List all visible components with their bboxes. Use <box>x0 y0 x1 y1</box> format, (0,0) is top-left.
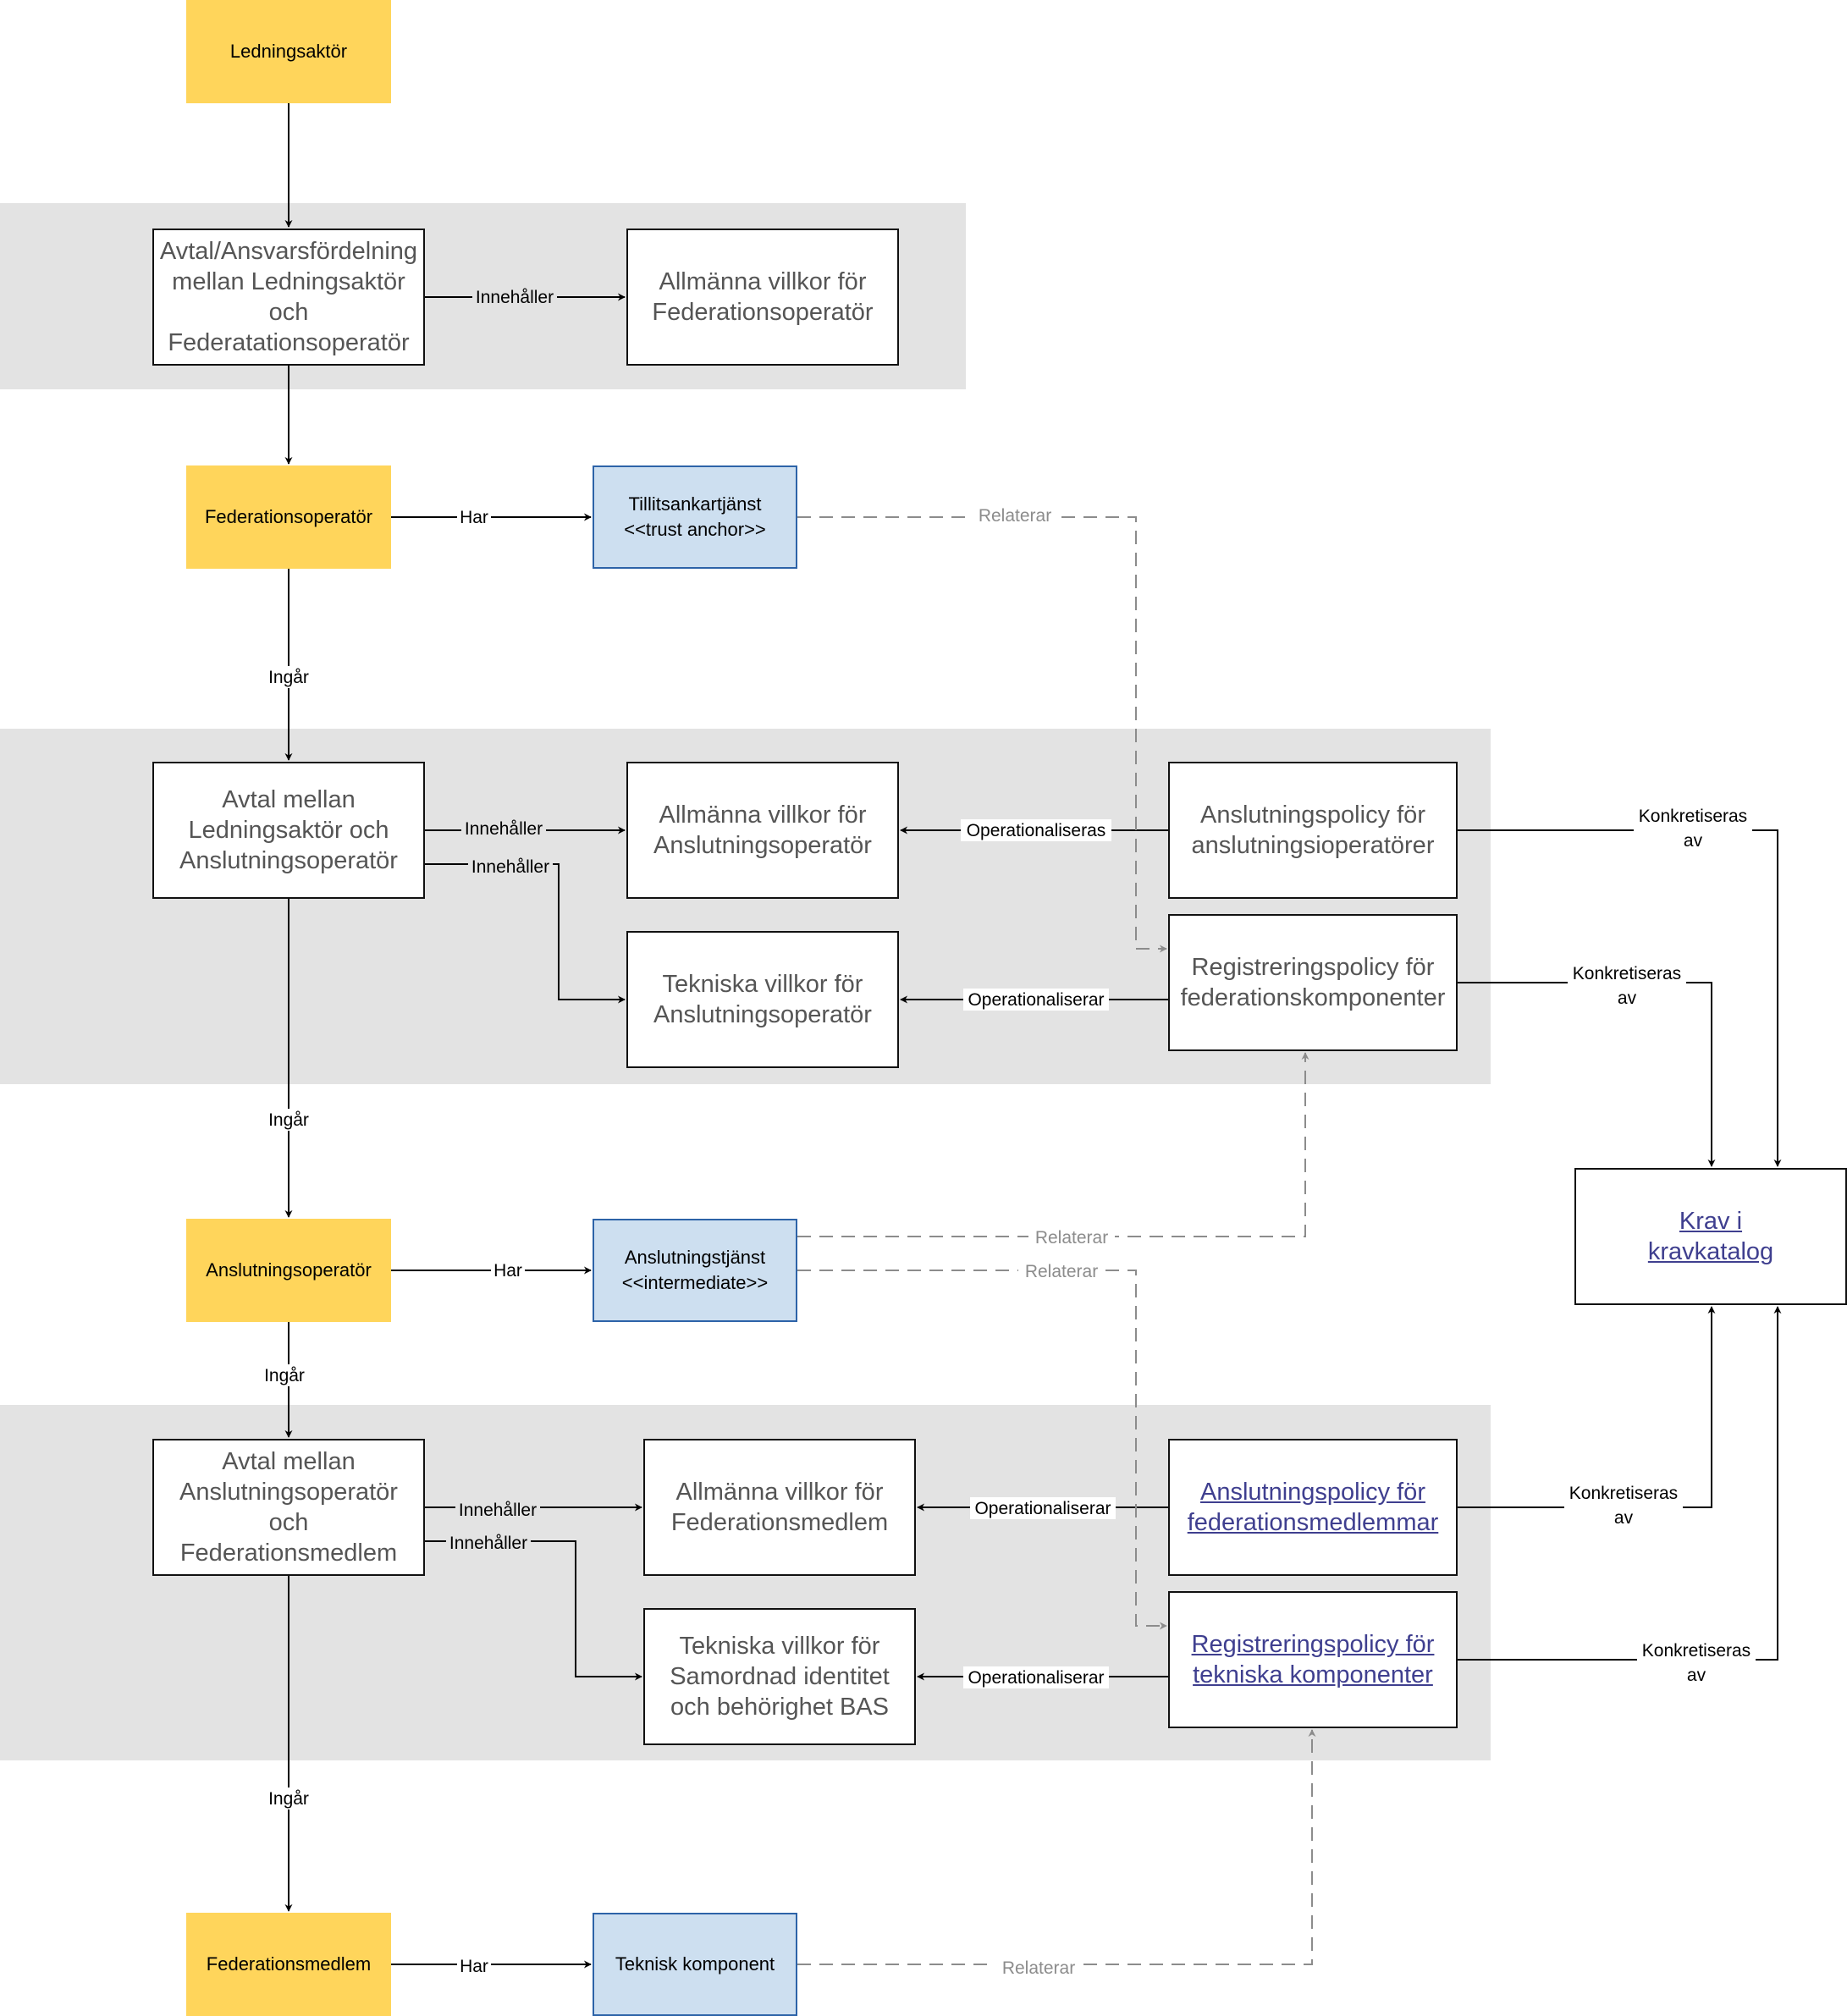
label-innehaller-2: Innehåller <box>465 819 543 839</box>
label-har-2: Har <box>493 1261 522 1281</box>
label-operationaliserar-3: Operationaliserar <box>968 1668 1104 1688</box>
doc-registreringspolicy-tekniska-komponenter-link[interactable]: Registreringspolicy för tekniska kompone… <box>1191 1631 1435 1688</box>
label-operationaliserar-1: Operationaliserar <box>968 990 1104 1010</box>
doc-anslutningspolicy-operatorer-label: Anslutningspolicy för anslutningsioperat… <box>1191 801 1435 859</box>
relation-intermediate-to-regpolicy-fed <box>797 1052 1309 1237</box>
doc-tekniska-villkor-anslutningsoperator-label: Tekniska villkor för Anslutningsoperatör <box>653 971 872 1028</box>
label-operationaliserar-2: Operationaliserar <box>974 1499 1111 1518</box>
edge-avtal-ansl-innehaller-tekn <box>425 863 626 1004</box>
doc-anslutningspolicy-federationsmedlemmar[interactable]: Anslutningspolicy för federationsmedlemm… <box>1168 1439 1458 1576</box>
label-har-3: Har <box>460 1957 488 1976</box>
edge-policy-medlem-konkretiseras <box>1458 1306 1716 1508</box>
doc-avtal-ansvarsfordelning-label: Avtal/Ansvarsfördelning mellan Ledningsa… <box>159 238 418 356</box>
actor-federationsoperator-label: Federationsoperatör <box>204 506 373 527</box>
service-trust-anchor-label: Tillitsankartjänst <<trust anchor>> <box>624 493 766 540</box>
doc-allmanna-villkor-federationsoperator-label: Allmänna villkor för Federationsoperatör <box>652 268 874 326</box>
label-innehaller-5: Innehåller <box>449 1534 527 1553</box>
actor-federationsmedlem: Federationsmedlem <box>186 1913 391 2016</box>
label-ingar-1: Ingår <box>268 668 309 687</box>
label-innehaller-1: Innehåller <box>476 288 554 307</box>
doc-registreringspolicy-tekniska-komponenter[interactable]: Registreringspolicy för tekniska kompone… <box>1168 1591 1458 1728</box>
label-relaterar-2: Relaterar <box>1035 1228 1108 1248</box>
relation-intermediate-to-regpolicy-tekn <box>797 1270 1167 1630</box>
label-relaterar-1: Relaterar <box>979 506 1051 526</box>
edge-avtal-medlem-innehaller-tekn <box>425 1540 642 1681</box>
label-konkretiseras-1: Konkretiseras <box>1639 807 1747 826</box>
doc-tekniska-villkor-bas: Tekniska villkor för Samordnad identitet… <box>643 1608 916 1745</box>
relation-trust-anchor-to-regpolicy-fed <box>797 516 1167 953</box>
doc-allmanna-villkor-anslutningsoperator-label: Allmänna villkor för Anslutningsoperatör <box>653 801 872 859</box>
service-intermediate: Anslutningstjänst <<intermediate>> <box>593 1219 797 1322</box>
label-ingar-2: Ingår <box>268 1110 309 1130</box>
label-operationaliseras: Operationaliseras <box>967 821 1106 840</box>
edge-regpolicy-fed-konkretiseras <box>1458 982 1716 1167</box>
label-av-1: av <box>1684 831 1703 851</box>
actor-federationsmedlem-label: Federationsmedlem <box>206 1953 372 1975</box>
label-konkretiseras-3: Konkretiseras <box>1569 1484 1678 1503</box>
label-relaterar-3: Relaterar <box>1025 1262 1098 1281</box>
actor-ledningsaktor: Ledningsaktör <box>186 0 391 103</box>
doc-anslutningspolicy-operatorer: Anslutningspolicy för anslutningsioperat… <box>1168 762 1458 899</box>
label-konkretiseras-4: Konkretiseras <box>1642 1641 1751 1661</box>
service-intermediate-label: Anslutningstjänst <<intermediate>> <box>621 1247 769 1293</box>
doc-registreringspolicy-federationskomponenter-label: Registreringspolicy för federationskompo… <box>1180 954 1446 1011</box>
label-av-2: av <box>1618 989 1637 1008</box>
doc-anslutningspolicy-federationsmedlemmar-link[interactable]: Anslutningspolicy för federationsmedlemm… <box>1187 1479 1439 1536</box>
doc-krav-i-kravkatalog-link[interactable]: Krav i kravkatalog <box>1647 1208 1774 1265</box>
label-ingar-4: Ingår <box>268 1789 309 1809</box>
label-har-1: Har <box>460 508 488 527</box>
actor-anslutningsoperator-label: Anslutningsoperatör <box>206 1259 372 1281</box>
service-teknisk-komponent-label: Teknisk komponent <box>615 1953 775 1975</box>
service-teknisk-komponent: Teknisk komponent <box>593 1913 797 2016</box>
doc-registreringspolicy-federationskomponenter: Registreringspolicy för federationskompo… <box>1168 914 1458 1051</box>
label-innehaller-4: Innehåller <box>459 1501 537 1520</box>
label-relaterar-4: Relaterar <box>1002 1958 1075 1978</box>
doc-tekniska-villkor-anslutningsoperator: Tekniska villkor för Anslutningsoperatör <box>626 931 899 1068</box>
doc-allmanna-villkor-federationsoperator: Allmänna villkor för Federationsoperatör <box>626 229 899 366</box>
actor-federationsoperator: Federationsoperatör <box>186 465 391 569</box>
actor-anslutningsoperator: Anslutningsoperatör <box>186 1219 391 1322</box>
label-konkretiseras-2: Konkretiseras <box>1573 964 1681 983</box>
doc-avtal-ansvarsfordelning: Avtal/Ansvarsfördelning mellan Ledningsa… <box>152 229 425 366</box>
edge-regpolicy-tekn-konkretiseras <box>1458 1306 1782 1661</box>
doc-allmanna-villkor-anslutningsoperator: Allmänna villkor för Anslutningsoperatör <box>626 762 899 899</box>
label-av-3: av <box>1614 1508 1634 1528</box>
edge-policy-op-konkretiseras <box>1458 829 1782 1167</box>
doc-avtal-federationsmedlem-label: Avtal mellan Anslutningsoperatör och Fed… <box>179 1448 398 1567</box>
label-ingar-3: Ingår <box>264 1366 305 1385</box>
doc-avtal-anslutningsoperator-label: Avtal mellan Ledningsaktör och Anslutnin… <box>179 786 398 874</box>
doc-allmanna-villkor-federationsmedlem-label: Allmänna villkor för Federationsmedlem <box>670 1479 889 1536</box>
doc-avtal-anslutningsoperator: Avtal mellan Ledningsaktör och Anslutnin… <box>152 762 425 899</box>
doc-krav-i-kravkatalog[interactable]: Krav i kravkatalog <box>1574 1168 1847 1305</box>
actor-ledningsaktor-label: Ledningsaktör <box>229 41 348 62</box>
doc-allmanna-villkor-federationsmedlem: Allmänna villkor för Federationsmedlem <box>643 1439 916 1576</box>
doc-tekniska-villkor-bas-label: Tekniska villkor för Samordnad identitet… <box>670 1633 890 1721</box>
label-av-4: av <box>1687 1666 1706 1685</box>
label-innehaller-3: Innehåller <box>471 857 549 877</box>
relation-teknisk-komponent-to-regpolicy-tekn <box>797 1729 1316 1965</box>
doc-avtal-federationsmedlem: Avtal mellan Anslutningsoperatör och Fed… <box>152 1439 425 1576</box>
service-trust-anchor: Tillitsankartjänst <<trust anchor>> <box>593 465 797 569</box>
